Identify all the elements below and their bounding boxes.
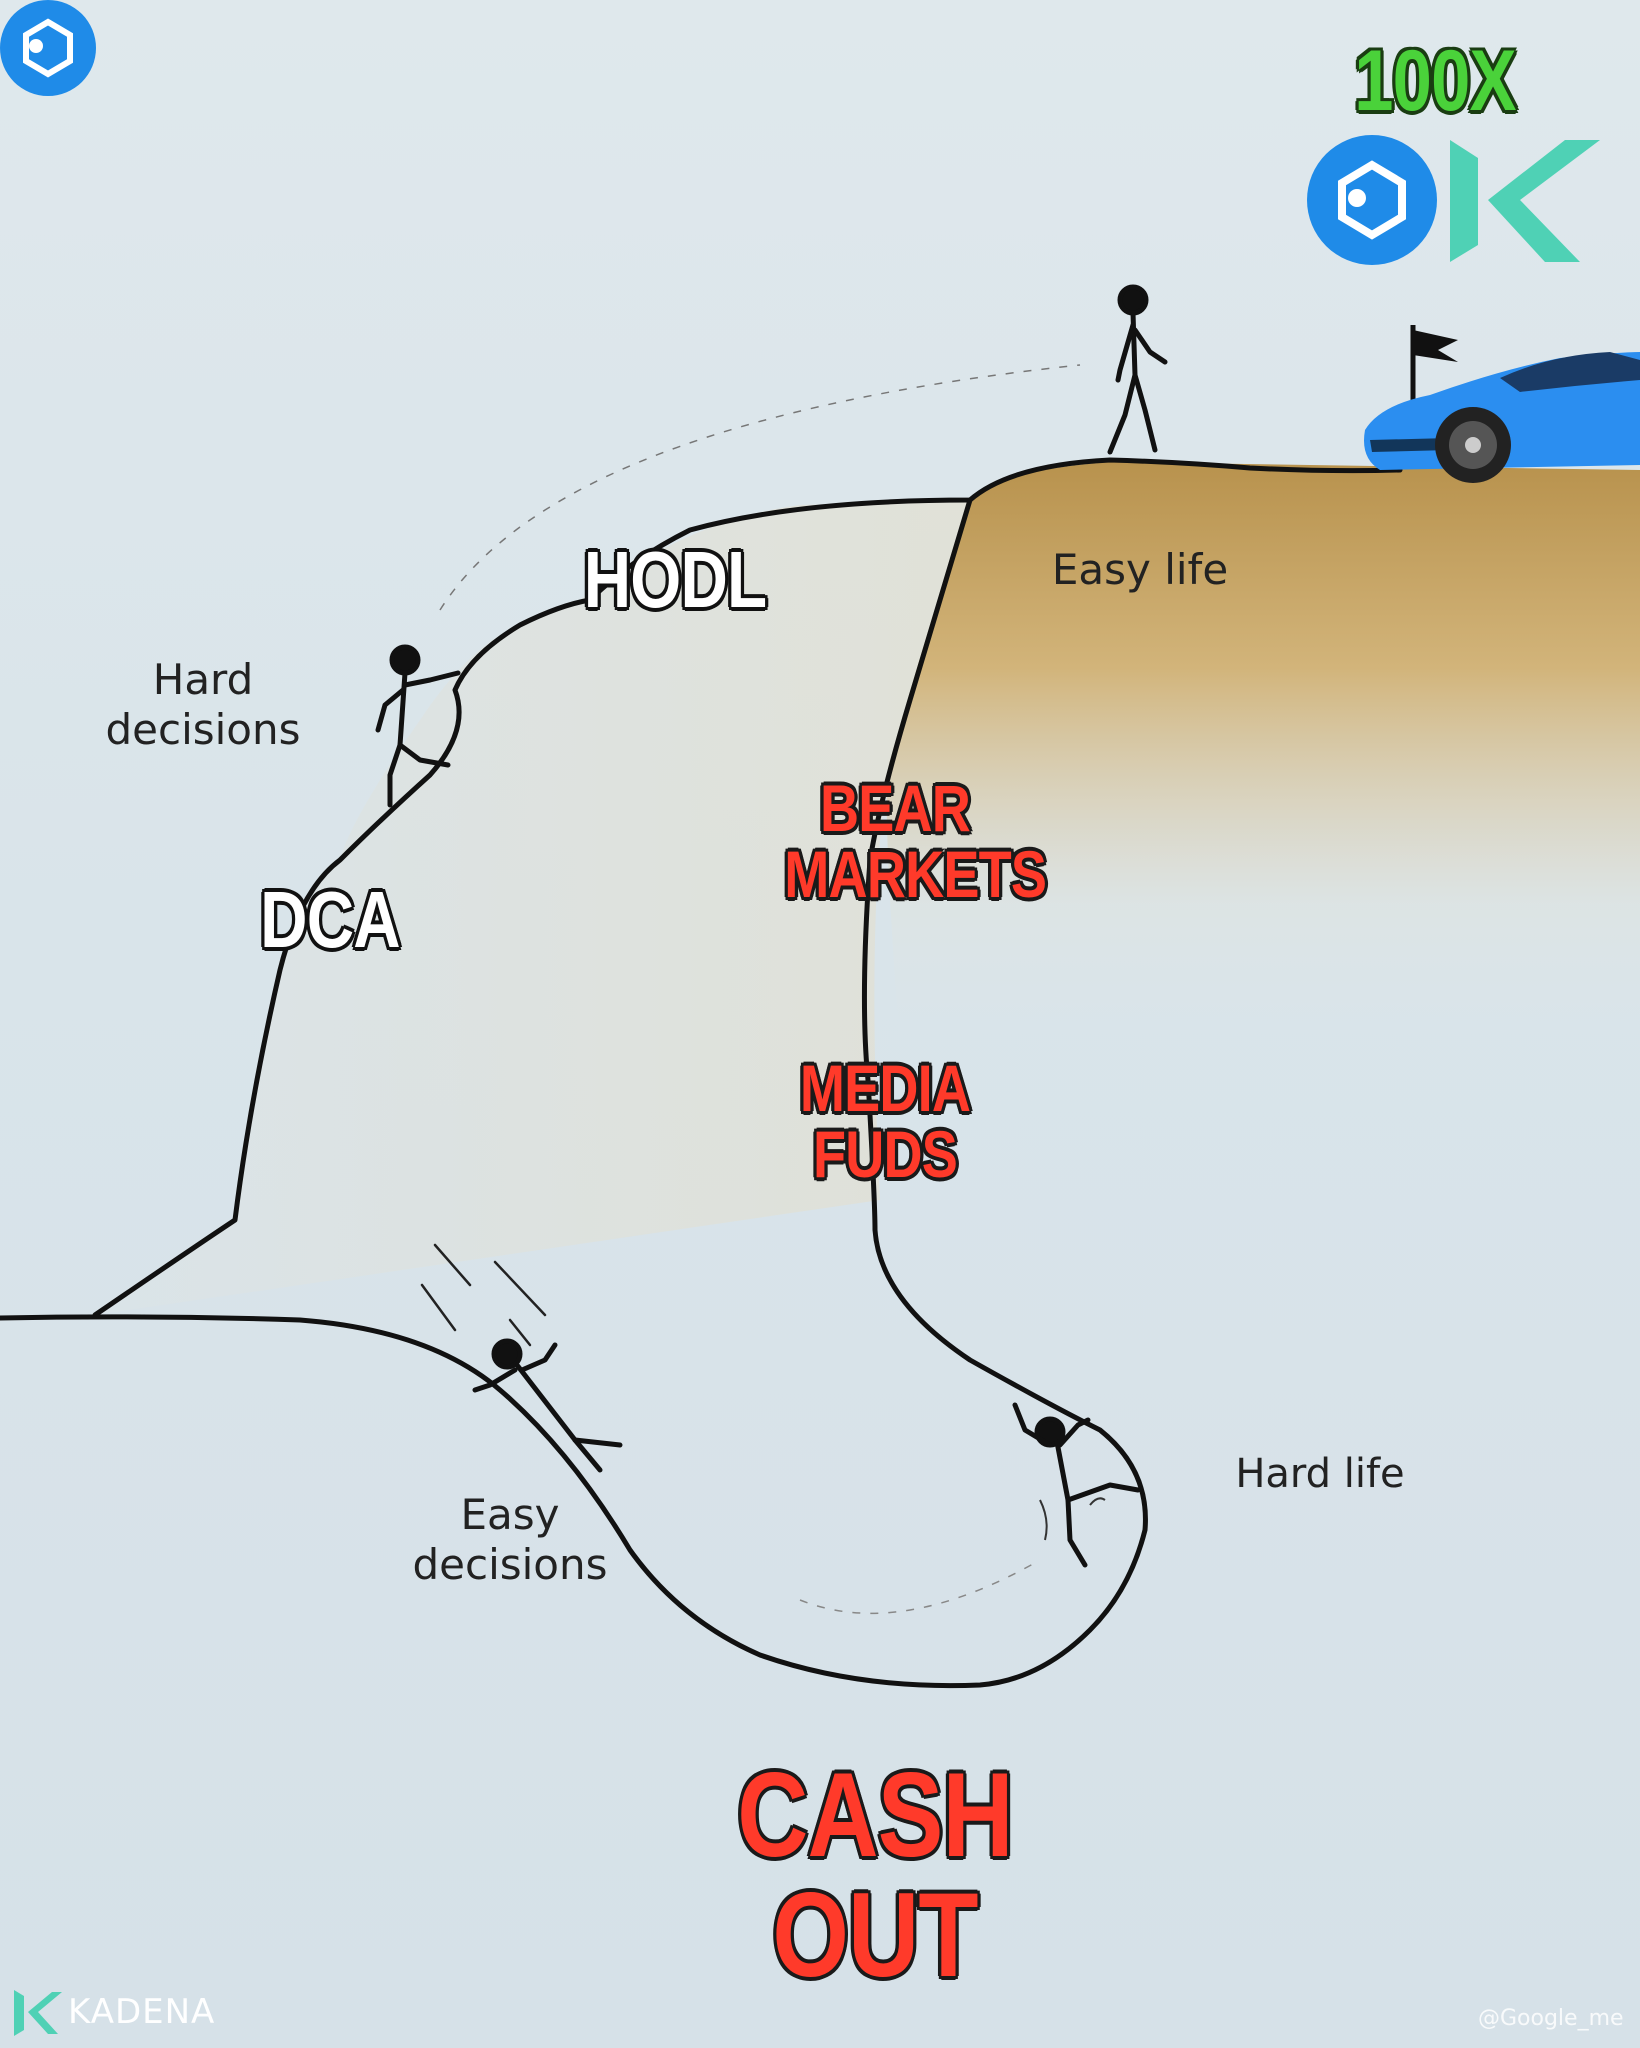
overlay-bear-markets: BEAR MARKETS	[784, 771, 1047, 911]
label-easy-decisions: Easy decisions	[412, 1490, 608, 1590]
label-hard-decisions: Hard decisions	[105, 655, 301, 755]
easy-life-cliff	[886, 462, 1640, 1050]
kadena-k-logo-icon	[1450, 140, 1600, 262]
stick-figure-climbing	[375, 644, 461, 808]
hodl-hill	[95, 500, 970, 1315]
dashed-arc	[439, 364, 1081, 611]
overlay-hodl: HODL	[583, 535, 767, 624]
dashed-arc-bottom	[799, 1559, 1041, 1615]
kadena-hexagon-logo-large-icon	[1307, 135, 1437, 265]
terrain-outline	[92, 457, 1403, 1318]
watermark-handle: @Google_me	[1478, 2006, 1624, 2031]
pit-cracks	[1039, 1497, 1106, 1541]
overlay-100x: 100X	[1354, 33, 1516, 129]
kadena-hexagon-logo-icon	[0, 0, 96, 96]
stick-figure-sliding	[472, 1338, 623, 1473]
overlay-dca: DCA	[260, 875, 400, 964]
cliff-face	[0, 497, 1148, 1689]
label-easy-life: Easy life	[1051, 545, 1229, 594]
flag-icon	[1410, 325, 1458, 400]
stick-figure-pit	[1012, 1402, 1141, 1568]
sports-car-icon	[1364, 352, 1640, 483]
overlay-media-fuds: MEDIA FUDS	[799, 1051, 971, 1191]
kadena-watermark-logo-icon	[14, 1990, 62, 2036]
label-hard-life: Hard life	[1235, 1451, 1405, 1497]
overlay-cash-out: CASH OUT	[737, 1748, 1013, 2002]
motion-lines	[420, 1243, 547, 1347]
stick-figure-top	[1107, 284, 1168, 455]
watermark-kadena: KADENA	[68, 1992, 216, 2032]
